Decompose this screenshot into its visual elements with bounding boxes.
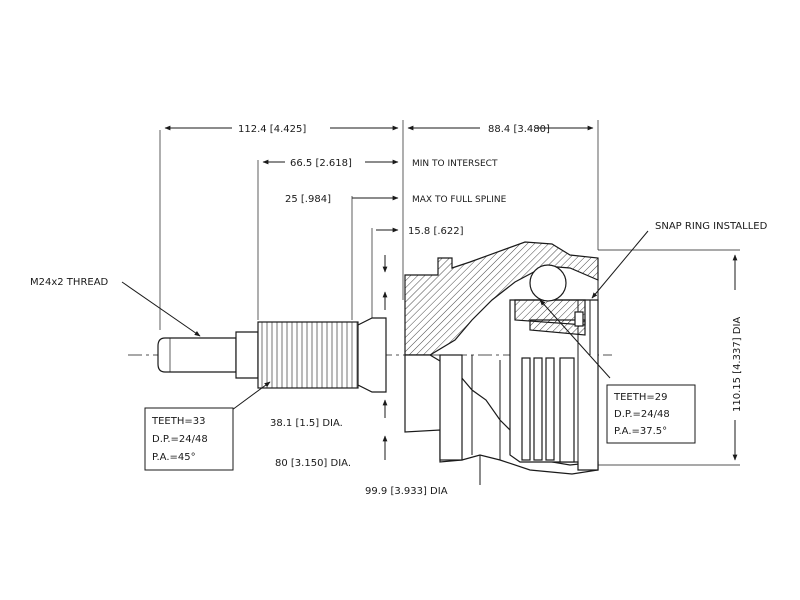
spline-pa: P.A.=45°	[152, 452, 196, 463]
dim-outer-dia: 110.15 [4.337] DIA	[732, 317, 743, 412]
joint-body	[404, 241, 599, 475]
spline-teeth: TEETH=33	[151, 416, 205, 427]
dim-housing-dia: 99.9 [3.933] DIA	[365, 486, 448, 497]
bell-housing	[509, 258, 599, 471]
dim-shoulder: 15.8 [.622]	[408, 226, 464, 237]
top-dimensions	[159, 120, 740, 485]
dim-flange-dia: 80 [3.150] DIA.	[275, 458, 351, 469]
threaded-stub	[157, 331, 259, 379]
inner-teeth: TEETH=29	[613, 392, 667, 403]
dim-shaft-dia: 38.1 [1.5] DIA.	[270, 418, 343, 429]
inner-dp: D.P.=24/48	[614, 409, 670, 420]
leader-lines	[121, 230, 649, 411]
thread-label: M24x2 THREAD	[30, 277, 109, 288]
spline-dp: D.P.=24/48	[152, 434, 208, 445]
spline-spec-box: TEETH=33 D.P.=24/48 P.A.=45°	[144, 407, 234, 471]
splined-shaft	[257, 317, 387, 393]
dim-overall-left: 112.4 [4.425]	[238, 124, 306, 135]
dim-max-spline: 25 [.984]	[285, 194, 331, 205]
inner-pa: P.A.=37.5°	[614, 426, 667, 437]
note-min-intersect: MIN TO INTERSECT	[412, 159, 498, 169]
snap-ring-label: SNAP RING INSTALLED	[655, 221, 768, 232]
dim-min-intersect: 66.5 [2.618]	[290, 158, 352, 169]
note-max-spline: MAX TO FULL SPLINE	[412, 195, 507, 205]
inner-spec-box: TEETH=29 D.P.=24/48 P.A.=37.5°	[606, 384, 696, 444]
dim-overall-right: 88.4 [3.480]	[488, 124, 550, 135]
